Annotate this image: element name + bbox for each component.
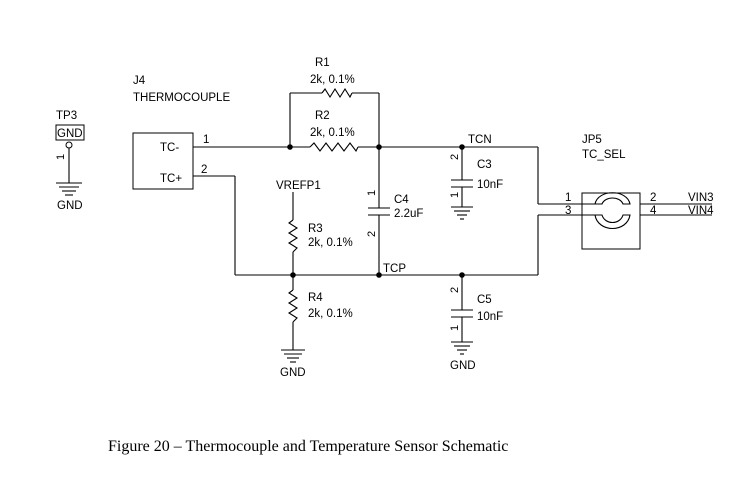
r4-ref: R4 bbox=[308, 292, 323, 304]
j4-pin2-number: 2 bbox=[201, 164, 207, 176]
junction-dot bbox=[290, 272, 296, 278]
figure-caption: Figure 20 – Thermocouple and Temperature… bbox=[108, 438, 509, 455]
junction-dot bbox=[459, 272, 465, 278]
jp5-shunt-top-icon bbox=[594, 192, 631, 205]
c4-pin2: 2 bbox=[366, 231, 378, 237]
tp3-label: GND bbox=[57, 128, 83, 140]
tp3-gnd-label: GND bbox=[57, 200, 83, 212]
tp3-test-point: TP3 GND 1 bbox=[55, 110, 85, 183]
r2-resistor: R2 2k, 0.1% bbox=[309, 110, 359, 153]
c5-capacitor: C5 10nF 2 1 bbox=[449, 287, 503, 331]
net-label-tcn: TCN bbox=[468, 134, 492, 146]
vrefp1-label: VREFP1 bbox=[276, 180, 321, 192]
jp5-pin2: 2 bbox=[650, 192, 656, 204]
c5-pin2: 2 bbox=[449, 287, 461, 293]
junction-dot bbox=[376, 144, 382, 150]
r3-zigzag-icon bbox=[287, 219, 299, 253]
c5-value: 10nF bbox=[477, 311, 503, 323]
c5-gnd-label: GND bbox=[450, 360, 476, 372]
c4-ref: C4 bbox=[394, 194, 409, 206]
jp5-jumper: JP5 TC_SEL 1 3 2 4 VIN3 VIN4 bbox=[565, 134, 714, 250]
r4-gnd-label: GND bbox=[280, 367, 306, 379]
jp5-ref: JP5 bbox=[582, 134, 602, 146]
tp3-box bbox=[55, 124, 85, 141]
j4-pin1-label: TC- bbox=[160, 142, 179, 154]
c5-ref: C5 bbox=[477, 294, 492, 306]
r1-resistor: R1 2k, 0.1% bbox=[310, 57, 355, 99]
jp5-pin4: 4 bbox=[650, 205, 657, 217]
junction-dot bbox=[287, 144, 293, 150]
wires bbox=[193, 92, 712, 350]
net-label-tcp: TCP bbox=[383, 263, 406, 275]
c3-value: 10nF bbox=[477, 179, 503, 191]
r1-zigzag-icon bbox=[321, 87, 353, 99]
r3-value: 2k, 0.1% bbox=[308, 237, 353, 249]
c5-pin1: 1 bbox=[449, 325, 461, 331]
j4-pin2-label: TC+ bbox=[160, 173, 182, 185]
c4-value: 2.2uF bbox=[394, 208, 423, 220]
c3-pin1: 1 bbox=[449, 192, 461, 198]
r3-resistor: R3 2k, 0.1% bbox=[287, 219, 353, 253]
tp3-ground-icon bbox=[56, 182, 82, 196]
r4-zigzag-icon bbox=[287, 289, 299, 323]
j4-body bbox=[132, 132, 194, 190]
c4-pin1: 1 bbox=[366, 190, 378, 196]
r2-zigzag-icon bbox=[309, 142, 359, 153]
junction-dot bbox=[376, 272, 382, 278]
jp5-pin3: 3 bbox=[565, 205, 571, 217]
tp3-ring bbox=[65, 141, 73, 149]
c3-capacitor: C3 10nF 2 1 bbox=[449, 154, 503, 198]
j4-ref: J4 bbox=[133, 75, 146, 87]
r1-ref: R1 bbox=[315, 57, 330, 69]
r4-resistor: R4 2k, 0.1% bbox=[287, 289, 353, 323]
r2-value: 2k, 0.1% bbox=[310, 127, 355, 139]
jp5-out-vin4: VIN4 bbox=[688, 205, 714, 217]
c5-ground-icon bbox=[451, 341, 473, 355]
jp5-body bbox=[581, 192, 641, 250]
junctions bbox=[287, 144, 465, 278]
r2-ref: R2 bbox=[315, 110, 330, 122]
r3-ref: R3 bbox=[308, 223, 323, 235]
c3-ground-icon bbox=[451, 206, 473, 220]
j4-name: THERMOCOUPLE bbox=[133, 92, 230, 104]
r4-value: 2k, 0.1% bbox=[308, 308, 353, 320]
r4-ground-icon bbox=[281, 349, 305, 363]
jp5-shunt-bottom-icon bbox=[594, 214, 631, 229]
tp3-ref: TP3 bbox=[56, 110, 77, 122]
jp5-out-vin3: VIN3 bbox=[688, 192, 714, 204]
j4-connector: J4 THERMOCOUPLE TC- TC+ 1 2 bbox=[132, 75, 230, 190]
j4-pin1-number: 1 bbox=[203, 134, 209, 146]
c3-pin2: 2 bbox=[449, 154, 461, 160]
c3-ref: C3 bbox=[477, 159, 492, 171]
junction-dot bbox=[459, 144, 465, 150]
c4-capacitor: C4 2.2uF 1 2 bbox=[366, 190, 423, 237]
jp5-pin1: 1 bbox=[565, 192, 571, 204]
r1-value: 2k, 0.1% bbox=[310, 74, 355, 86]
tp3-pin: 1 bbox=[55, 154, 67, 160]
jp5-name: TC_SEL bbox=[582, 149, 626, 161]
